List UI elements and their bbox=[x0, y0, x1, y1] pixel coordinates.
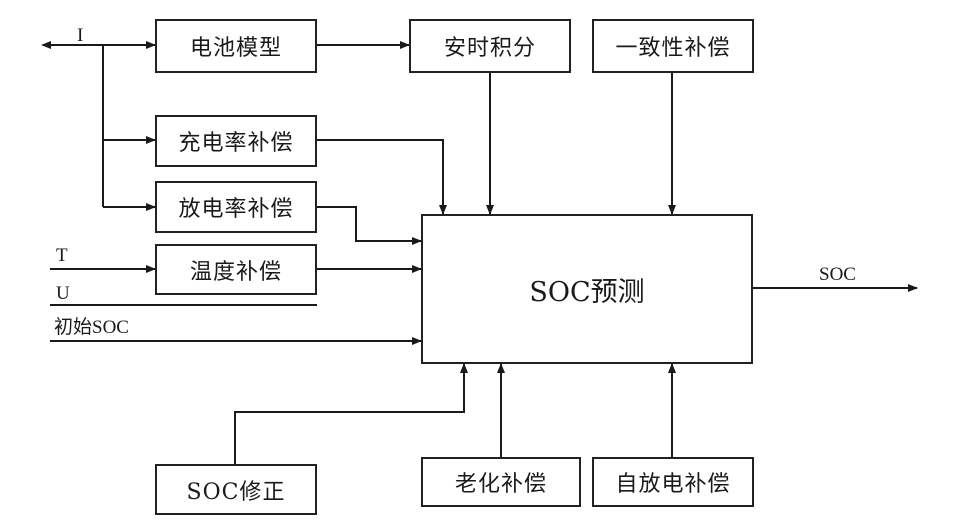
charge-to-main bbox=[317, 139, 447, 215]
discharge-rate-box: 放电率补偿 bbox=[155, 181, 317, 233]
battery-model-box: 电池模型 bbox=[155, 19, 317, 73]
correction-to-main bbox=[234, 363, 468, 466]
soc-prediction-box: SOC预测 bbox=[421, 214, 753, 364]
input-label-initial-soc: 初始SOC bbox=[54, 317, 129, 338]
discharge-to-main bbox=[317, 206, 422, 245]
charge-rate-box: 充电率补偿 bbox=[155, 115, 317, 167]
soc-correction-box: SOC修正 bbox=[155, 464, 317, 515]
self-discharge-box: 自放电补偿 bbox=[592, 457, 754, 507]
input-label-temperature: T bbox=[56, 245, 68, 266]
aging-box: 老化补偿 bbox=[421, 457, 581, 507]
temperature-box: 温度补偿 bbox=[155, 244, 317, 295]
input-label-voltage: U bbox=[56, 283, 70, 304]
output-label-soc: SOC bbox=[819, 264, 856, 285]
input-label-current: I bbox=[77, 25, 84, 46]
ampere-hour-box: 安时积分 bbox=[409, 19, 571, 73]
consistency-box: 一致性补偿 bbox=[592, 19, 754, 73]
